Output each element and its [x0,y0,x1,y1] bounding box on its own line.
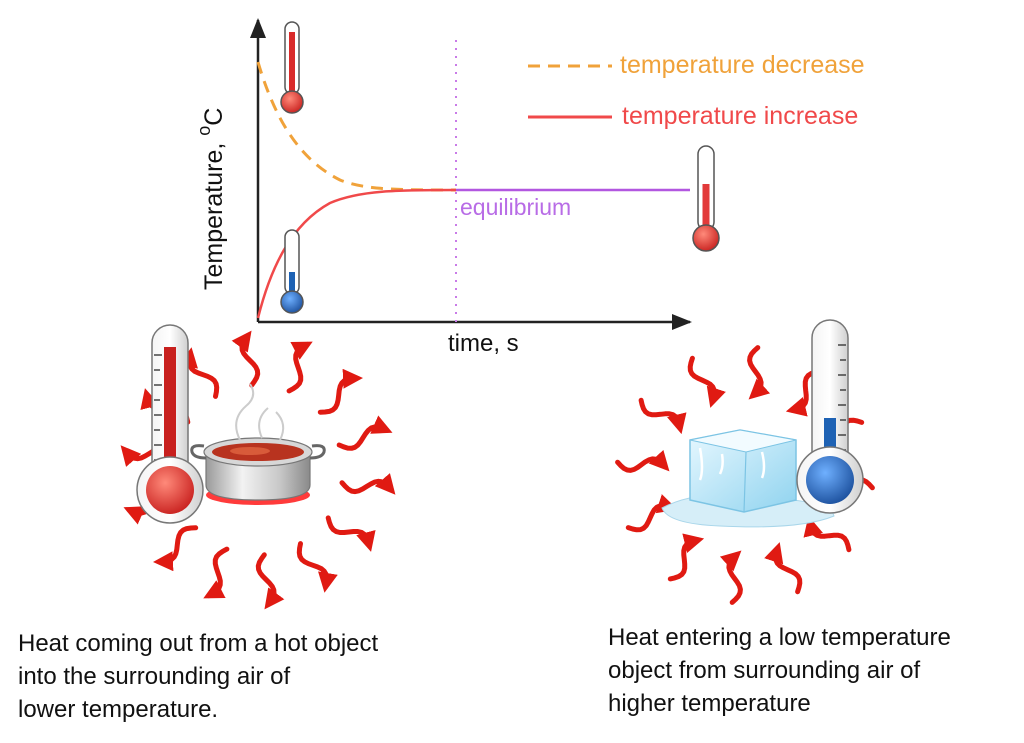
y-axis-label: Temperature, oC [194,108,228,290]
caption-hot-object: Heat coming out from a hot object into t… [18,627,378,726]
temperature-decrease-curve [256,61,457,192]
caption-line: object from surrounding air of [608,657,921,684]
thermometer-cold-large-icon [796,319,864,514]
legend-increase-label: temperature increase [622,102,858,130]
legend-decrease-label: temperature decrease [620,51,865,79]
heat-arrow-icon [153,525,199,572]
caption-cold-object: Heat entering a low temperature object f… [608,621,951,720]
legend: temperature decrease temperature increas… [528,51,865,130]
heat-arrow-icon [764,542,803,595]
heat-arrow-icon [785,368,823,417]
heat-arrow-icon [203,546,230,599]
heat-arrow-icon [286,341,313,394]
heat-arrow-icon [803,515,852,553]
graph-axes [250,18,692,330]
heat-arrow-icon [336,415,393,451]
caption-line: into the surrounding air of [18,663,291,690]
equilibrium-label: equilibrium [460,194,571,220]
caption-line: Heat coming out from a hot object [18,630,379,657]
heat-arrow-icon [317,368,363,415]
thermometer-cold-icon [280,229,304,314]
heat-arrow-icon [178,347,220,399]
heat-arrow-icon [296,541,338,593]
caption-line: lower temperature. [18,696,219,723]
thermometer-hot-icon [280,21,304,114]
heat-arrow-icon [625,494,678,533]
heat-arrow-icon [325,515,376,552]
ice-cube-icon [661,429,835,528]
caption-line: higher temperature [608,690,811,717]
caption-line: Heat entering a low temperature [608,624,951,651]
thermometer-hot-large-icon [136,324,204,524]
hot-object-illustration [120,324,396,610]
heat-arrow-icon [747,345,771,400]
heat-arrow-icon [638,397,687,435]
cooking-pot-icon [190,383,326,505]
heat-arrow-icon [231,330,261,388]
temperature-increase-curve [256,188,457,319]
x-axis-label: time, s [448,330,519,357]
thermometer-equilibrium-icon [692,145,720,252]
heat-arrows-inward [615,345,875,605]
heat-arrow-icon [687,355,726,408]
heat-arrow-icon [719,550,743,605]
heat-arrow-icon [255,552,285,610]
cold-object-illustration [615,319,875,605]
heat-arrow-icon [667,533,705,582]
heat-arrow-icon [615,449,670,473]
heat-arrow-icon [339,473,396,495]
